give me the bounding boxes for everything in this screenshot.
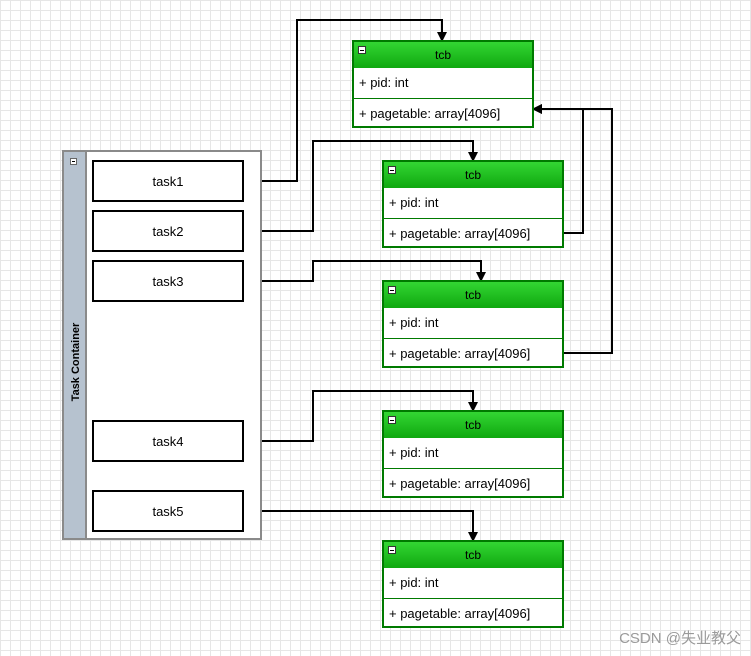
tcb-field: + pagetable: array[4096] (389, 346, 531, 361)
connector-task3-tcb3 (243, 260, 486, 282)
tcb-title: tcb (464, 168, 481, 182)
collapse-icon[interactable] (388, 166, 396, 174)
divider (384, 598, 562, 599)
task-container[interactable]: Task Container (62, 150, 262, 540)
collapse-icon[interactable] (358, 46, 366, 54)
connector-task2-tcb2 (243, 140, 478, 232)
collapse-icon[interactable] (70, 158, 77, 165)
task-box[interactable]: task5 (92, 490, 244, 532)
divider (384, 468, 562, 469)
connector-task4-tcb4 (243, 390, 478, 442)
watermark: CSDN @失业教父 (619, 630, 741, 647)
tcb-header: tcb (384, 282, 562, 308)
divider (384, 338, 562, 339)
collapse-icon[interactable] (388, 546, 396, 554)
tcb-header: tcb (384, 162, 562, 188)
tcb-title: tcb (464, 548, 481, 562)
tcb-class-box[interactable]: tcb + pid: int + pagetable: array[4096] (382, 160, 564, 248)
task-box[interactable]: task2 (92, 210, 244, 252)
divider (354, 98, 532, 99)
tcb-attribute: + pid: int (389, 195, 439, 210)
task-box[interactable]: task4 (92, 420, 244, 462)
tcb-header: tcb (384, 542, 562, 568)
collapse-icon[interactable] (388, 416, 396, 424)
tcb-field: + pagetable: array[4096] (389, 606, 531, 621)
divider (384, 218, 562, 219)
tcb-attribute: + pid: int (389, 315, 439, 330)
tcb-header: tcb (384, 412, 562, 438)
tcb-title: tcb (434, 48, 451, 62)
tcb-header: tcb (354, 42, 532, 68)
tcb-field: + pagetable: array[4096] (359, 106, 501, 121)
connector-task1-tcb1 (243, 19, 447, 182)
task-box[interactable]: task1 (92, 160, 244, 202)
tcb-class-box[interactable]: tcb + pid: int + pagetable: array[4096] (352, 40, 534, 128)
container-title: Task Container (70, 322, 82, 402)
tcb-class-box[interactable]: tcb + pid: int + pagetable: array[4096] (382, 410, 564, 498)
tcb-attribute: + pid: int (359, 75, 409, 90)
connector-tcb3-pagetable-shared (532, 104, 613, 354)
collapse-icon[interactable] (388, 286, 396, 294)
tcb-attribute: + pid: int (389, 575, 439, 590)
tcb-title: tcb (464, 418, 481, 432)
tcb-field: + pagetable: array[4096] (389, 226, 531, 241)
tcb-class-box[interactable]: tcb + pid: int + pagetable: array[4096] (382, 280, 564, 368)
tcb-class-box[interactable]: tcb + pid: int + pagetable: array[4096] (382, 540, 564, 628)
connector-task5-tcb5 (243, 510, 478, 542)
container-title-bar: Task Container (64, 152, 87, 538)
task-box[interactable]: task3 (92, 260, 244, 302)
tcb-title: tcb (464, 288, 481, 302)
tcb-attribute: + pid: int (389, 445, 439, 460)
tcb-field: + pagetable: array[4096] (389, 476, 531, 491)
